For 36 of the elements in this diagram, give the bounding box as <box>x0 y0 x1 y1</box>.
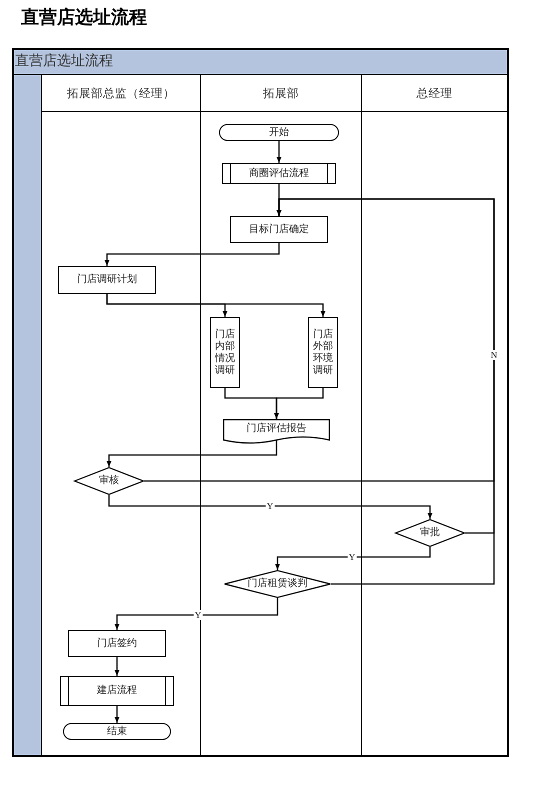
swimlane <box>361 75 507 755</box>
edge-label: Y <box>266 501 274 511</box>
swimlane <box>200 75 361 755</box>
arrow <box>275 547 431 570</box>
process-box: 门店签约 <box>68 630 166 657</box>
lane-header: 拓展部总监（经理） <box>42 75 200 112</box>
arrow <box>106 440 278 467</box>
decision-diamond: 门店租赁谈判 <box>224 570 331 598</box>
arrow <box>108 495 432 519</box>
header-band: 直营店选址流程 <box>14 50 507 75</box>
document-box: 门店评估报告 <box>223 419 330 445</box>
lane-header: 总经理 <box>362 75 507 112</box>
terminator: 结束 <box>63 723 171 740</box>
swimlane <box>41 75 200 755</box>
arrow <box>104 243 280 266</box>
lane-header: 拓展部 <box>201 75 361 112</box>
edge-label: Y <box>348 552 356 562</box>
process-box: 目标门店确定 <box>230 216 328 243</box>
arrow <box>114 657 120 676</box>
pool-frame <box>12 48 509 757</box>
page-title: 直营店选址流程 <box>21 7 147 29</box>
arrow <box>274 388 324 419</box>
process-box: 门店调研计划 <box>58 266 156 294</box>
edge-label: Y <box>194 610 202 620</box>
process-box: 门店外部环境调研 <box>308 317 338 388</box>
decision-diamond: 审核 <box>74 467 144 495</box>
process-box: 门店内部情况调研 <box>210 317 240 388</box>
subprocess-box: 商圈评估流程 <box>222 163 336 184</box>
arrow <box>276 141 282 163</box>
edge-label: N <box>490 350 498 360</box>
terminator: 开始 <box>219 124 339 141</box>
subprocess-box: 建店流程 <box>60 676 174 706</box>
arrow <box>106 294 326 317</box>
decision-diamond: 审批 <box>395 519 465 547</box>
arrow <box>114 598 278 630</box>
arrow <box>114 706 120 723</box>
